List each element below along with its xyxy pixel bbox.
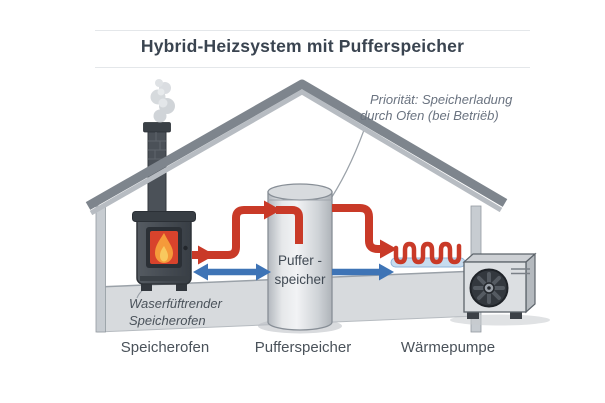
caption-waermepumpe: Wärmepumpe [400, 339, 496, 356]
heat-pump-icon [450, 252, 550, 326]
diagram-title: Hybrid-Heizsystem mit Pufferspeicher [140, 36, 465, 56]
priority-callout-line2: durch Ofen (bei Betriëb) [360, 108, 499, 123]
roof [85, 79, 508, 216]
hot-pipe-arrow-icon [192, 200, 397, 265]
flame-icon [155, 233, 173, 263]
buffer-tank-label: Puffer - speicher [268, 251, 332, 289]
buffer-tank-icon [258, 183, 342, 334]
cold-pipe-arrow-icon [193, 263, 394, 281]
caption-pufferspeicher: Pufferspeicher [254, 339, 352, 356]
wood-stove-icon [132, 211, 196, 291]
buffer-tank-label-line2: speicher [274, 272, 326, 287]
heating-coil-icon [390, 241, 466, 268]
priority-callout-line1: Priorität: Speicherladung [370, 92, 513, 107]
buffer-tank-label-line1: Puffer - [277, 253, 323, 268]
title-divider-top [95, 30, 530, 31]
stove-note-line2: Speicherofen [129, 312, 206, 328]
stove-note: Waserfüftrender Speicherofen [129, 296, 222, 329]
caption-speicherofen: Speicherofen [120, 339, 210, 356]
smoke-icon [150, 79, 175, 123]
priority-callout: Priorität: Speicherladung durch Ofen (be… [360, 92, 512, 124]
stove-note-line1: Waserfüftrender [129, 296, 222, 311]
title-divider-bottom [95, 67, 530, 68]
left-wall [95, 205, 106, 333]
